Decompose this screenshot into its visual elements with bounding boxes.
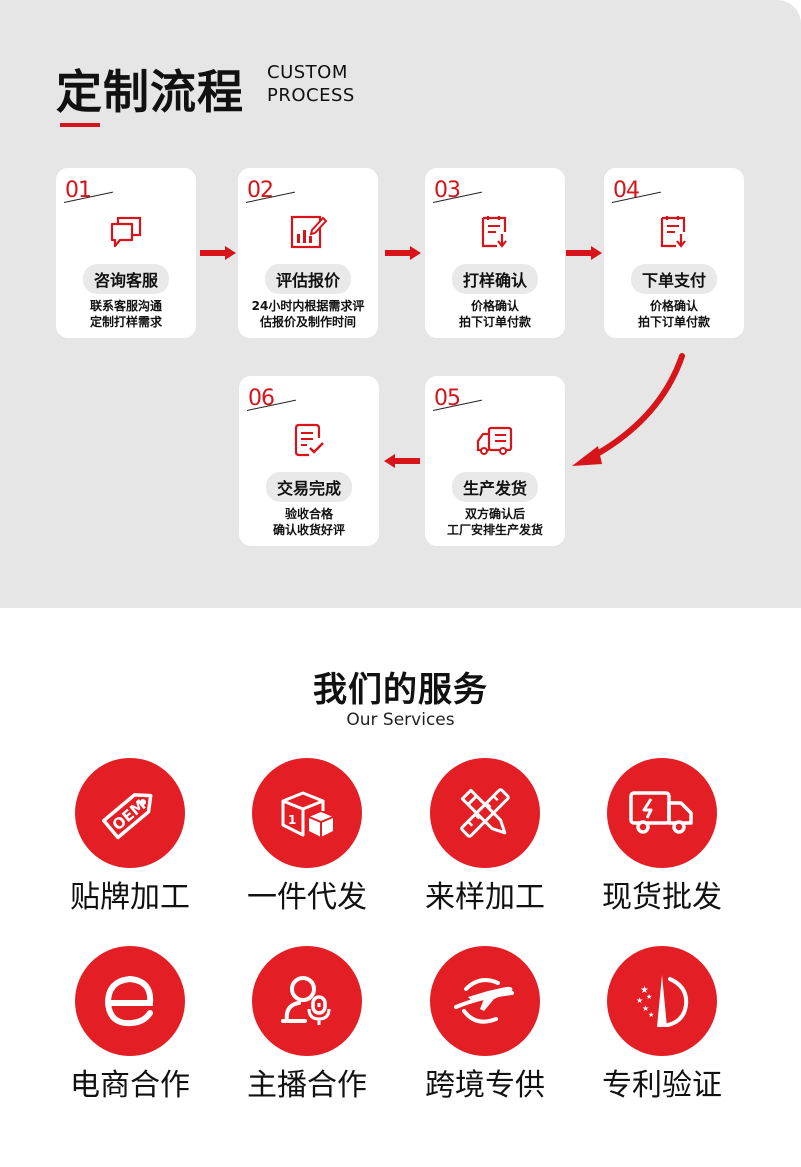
step-card-4: 04 下单支付 价格确认 拍下订单付款 [604, 168, 744, 338]
process-title: 定制流程 [56, 65, 244, 119]
svg-text:★: ★ [648, 1011, 654, 1019]
service-item: 电商合作 [50, 946, 210, 1106]
service-label: 贴牌加工 [70, 880, 190, 915]
svg-text:★: ★ [642, 1004, 649, 1013]
pencil-ruler-icon [460, 788, 510, 838]
service-label: 主播合作 [247, 1068, 367, 1103]
service-item: ★ ★ ★ ★ ★ 专利验证 [582, 946, 742, 1106]
document-check-icon [294, 423, 324, 457]
service-label: 专利验证 [602, 1068, 722, 1103]
service-label: 来样加工 [425, 880, 545, 915]
step-desc: 价格确认 拍下订单付款 [637, 299, 710, 329]
service-item: 主播合作 [227, 946, 387, 1106]
svg-text:1: 1 [288, 813, 296, 827]
svg-text:★: ★ [636, 996, 643, 1005]
svg-text:★: ★ [640, 985, 649, 996]
step-desc: 价格确认 拍下订单付款 [458, 299, 531, 329]
arrow-right-icon [385, 246, 421, 260]
title-underline [60, 123, 100, 127]
services-subtitle: Our Services [346, 710, 455, 730]
service-label: 电商合作 [70, 1068, 190, 1103]
step-card-3: 03 打样确认 价格确认 拍下订单付款 [425, 168, 565, 338]
streamer-microphone-icon [281, 976, 331, 1025]
service-item: 现货批发 [582, 758, 742, 918]
step-desc: 联系客服沟通 定制打样需求 [89, 299, 162, 329]
arrow-right-icon [566, 246, 602, 260]
process-title-en: CUSTOM PROCESS [267, 62, 355, 106]
step-card-2: 02 评估报价 24小时内根据需求评 估报价及制作时间 [238, 168, 378, 338]
step-name: 打样确认 [451, 264, 539, 294]
step-name: 咨询客服 [82, 264, 170, 294]
service-label: 一件代发 [247, 880, 367, 915]
arrow-left-icon [384, 454, 420, 468]
service-item: 跨境专供 [405, 946, 565, 1106]
service-label: 现货批发 [602, 880, 722, 915]
package-boxes-icon: 1 [281, 791, 334, 837]
service-item: 1 一件代发 [227, 758, 387, 918]
process-panel-curve [0, 560, 801, 630]
step-name: 交易完成 [265, 472, 353, 502]
step-desc: 24小时内根据需求评 估报价及制作时间 [251, 299, 365, 329]
document-download-icon [660, 216, 686, 248]
step-card-5: 05 生产发货 双方确认后 工厂安排生产发货 [425, 376, 565, 546]
service-item: OEM 贴牌加工 [50, 758, 210, 918]
step-name: 评估报价 [264, 264, 352, 294]
svg-text:★: ★ [646, 993, 652, 1001]
step-name: 下单支付 [630, 264, 718, 294]
patent-stars-icon: ★ ★ ★ ★ ★ [636, 975, 689, 1027]
step-card-1: 01 咨询客服 联系客服沟通 定制打样需求 [56, 168, 196, 338]
step-card-6: 06 交易完成 验收合格 确认收货好评 [239, 376, 379, 546]
oem-tag-icon: OEM [102, 793, 153, 840]
service-item: 来样加工 [405, 758, 565, 918]
truck-icon [629, 791, 693, 834]
chat-icon [110, 216, 142, 248]
services-title: 我们的服务 [313, 670, 488, 710]
ecommerce-e-icon [104, 975, 154, 1027]
chart-edit-icon [290, 215, 328, 249]
delivery-truck-icon [476, 426, 513, 455]
service-label: 跨境专供 [425, 1068, 545, 1103]
curved-arrow-icon [572, 353, 685, 466]
step-desc: 验收合格 确认收货好评 [272, 507, 345, 537]
arrow-right-icon [200, 246, 236, 260]
step-desc: 双方确认后 工厂安排生产发货 [446, 507, 543, 537]
document-download-icon [481, 216, 507, 248]
step-name: 生产发货 [451, 472, 539, 502]
globe-plane-icon [454, 978, 514, 1024]
